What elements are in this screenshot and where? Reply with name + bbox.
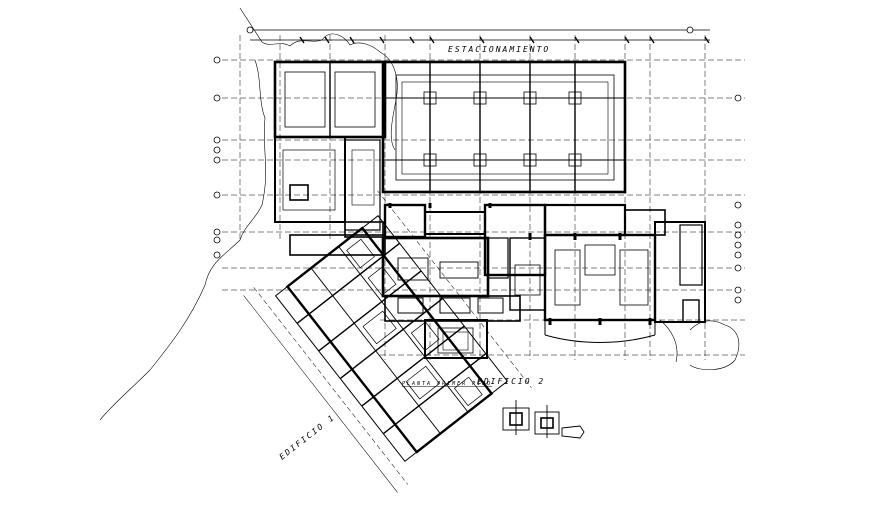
building-2 [381, 203, 706, 359]
grid-lines [222, 35, 745, 360]
top-dimension-line [250, 29, 710, 44]
parking-label: ESTACIONAMIENTO [448, 45, 550, 54]
upper-left-block [273, 60, 387, 231]
building-1 [243, 190, 532, 493]
connector-corridor [289, 221, 386, 256]
plan-title: PLANTA PRIMER PISO [402, 381, 492, 387]
top-axis-markers [246, 26, 694, 34]
parking-structure [381, 60, 627, 194]
terrain-outline [99, 7, 740, 421]
section-details [502, 400, 585, 439]
building-1-label: EDIFICIO 1 [278, 413, 337, 462]
left-axis-markers [213, 56, 221, 259]
right-axis-markers [734, 94, 742, 304]
building-2-label: EDIFICIO 2 [477, 377, 545, 386]
